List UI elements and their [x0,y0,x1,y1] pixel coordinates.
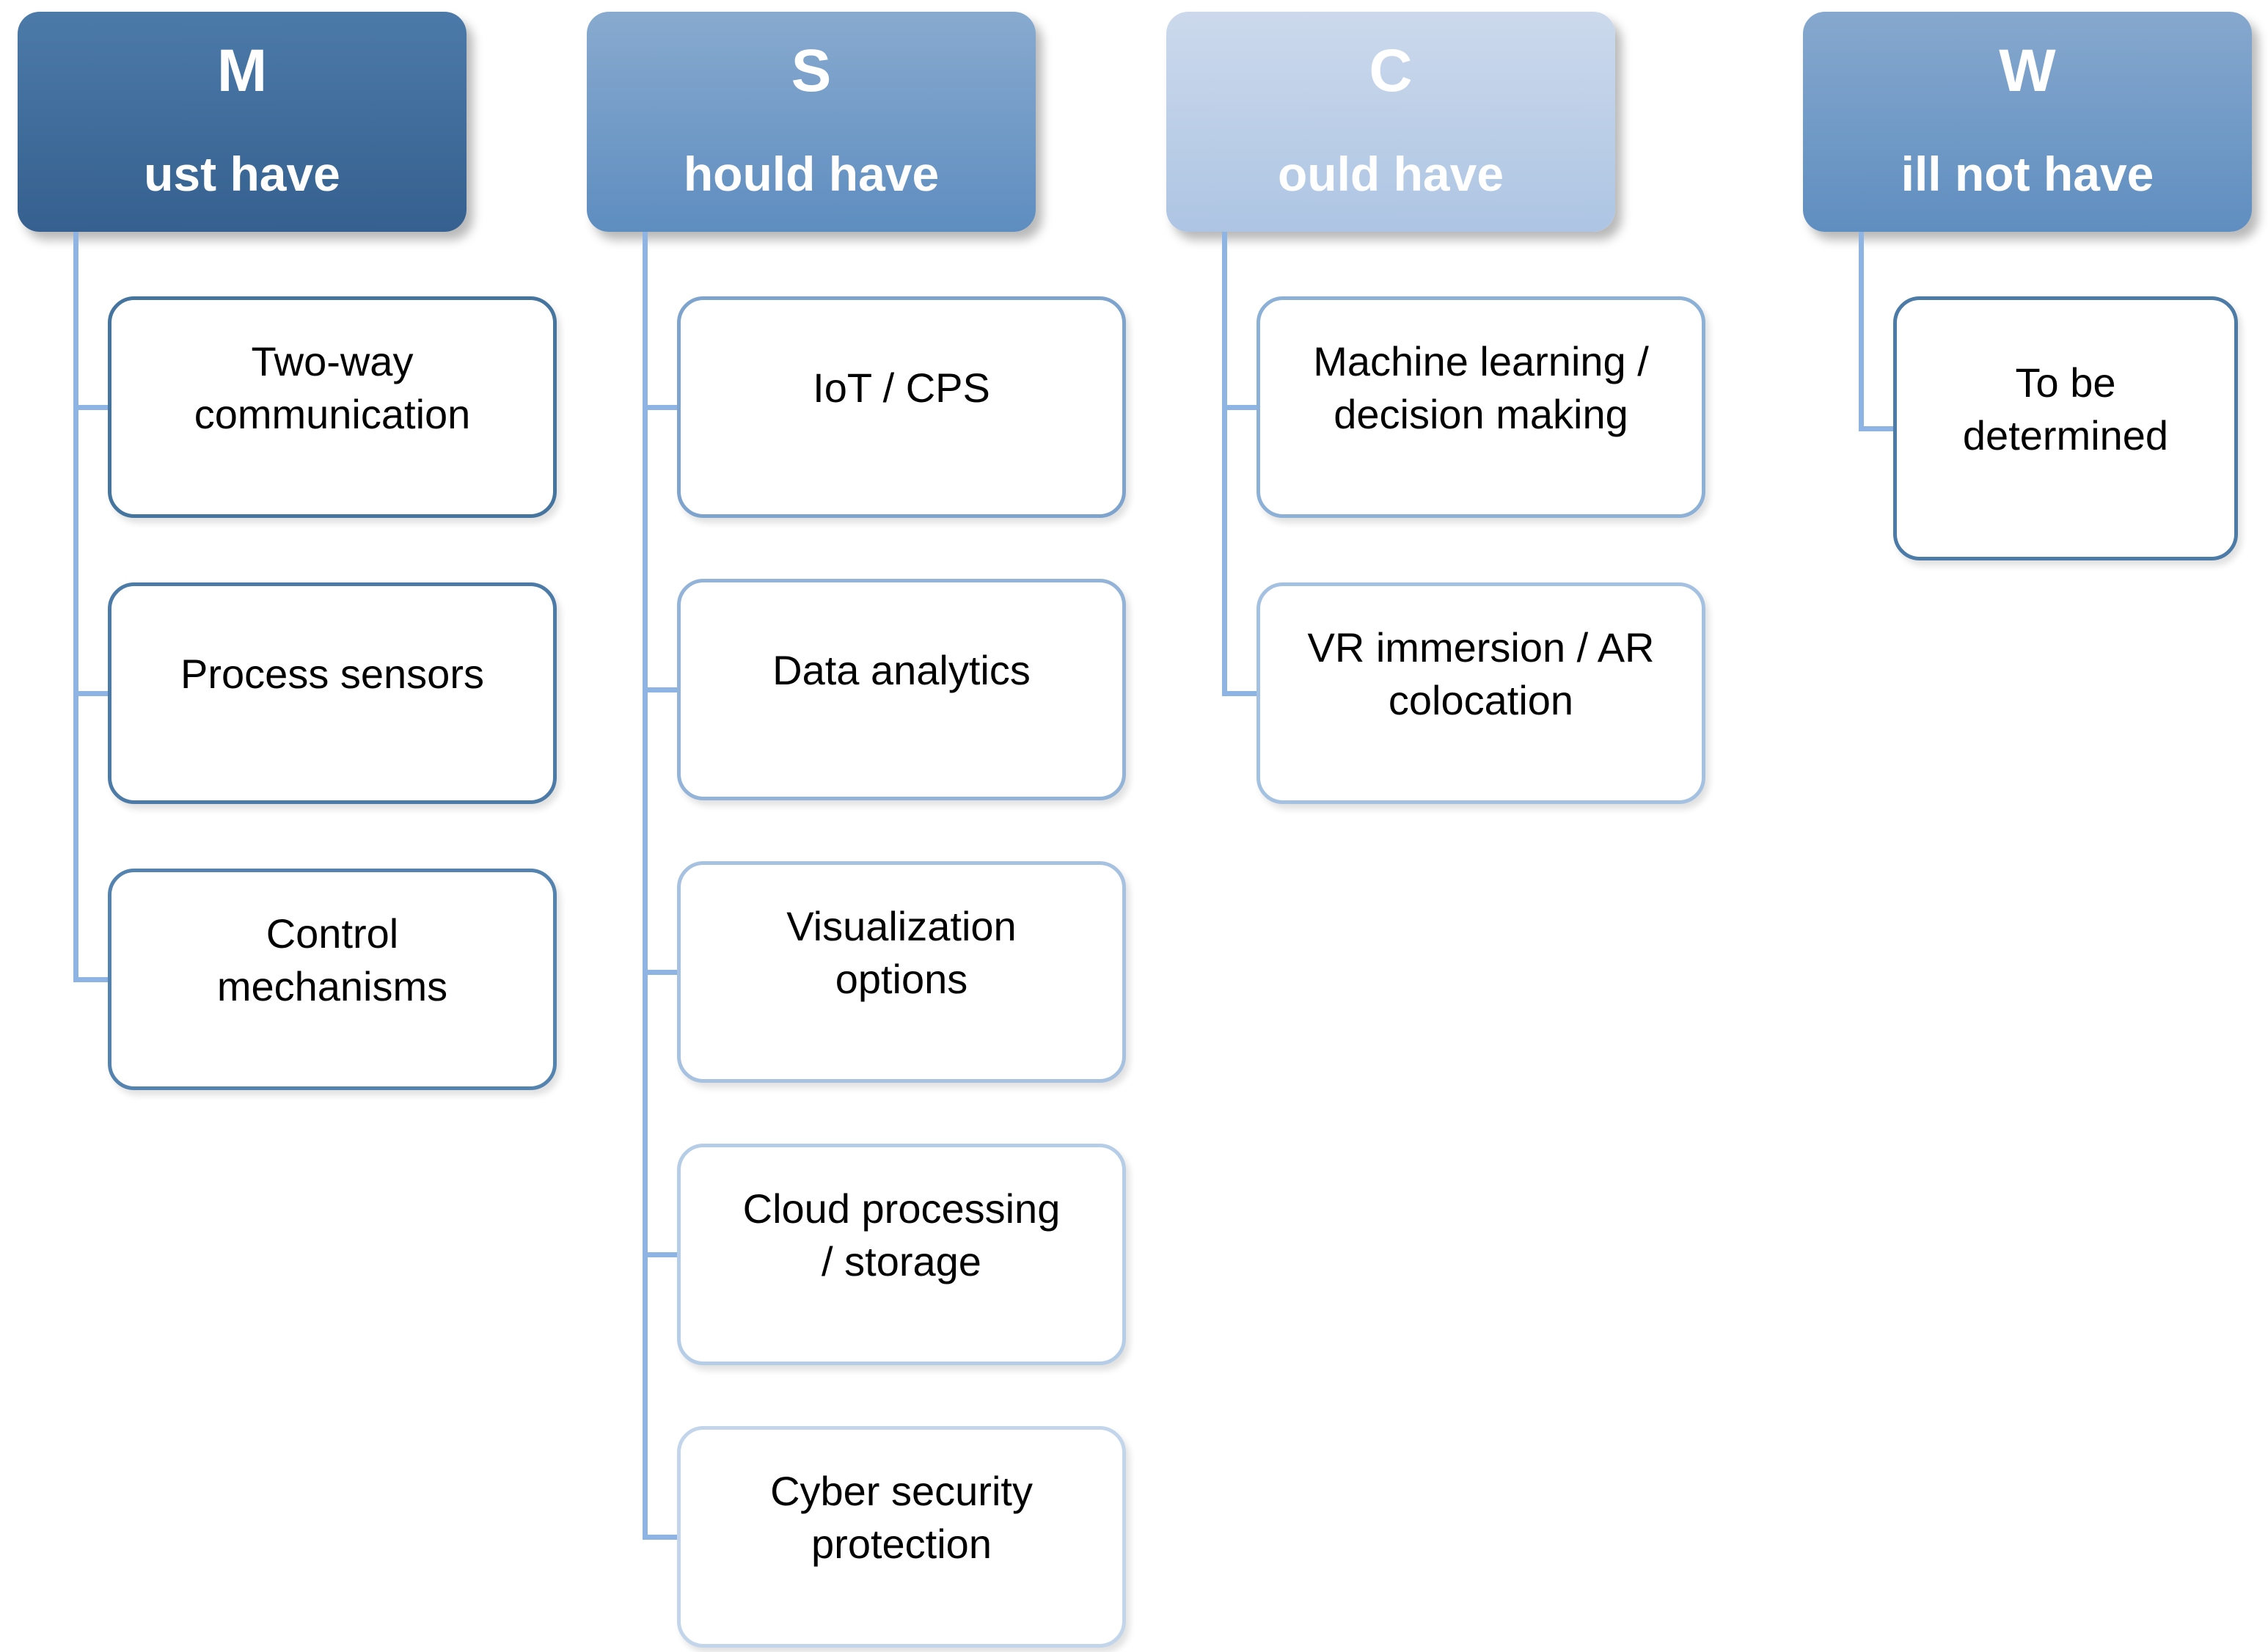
connector-vline [73,232,78,982]
column-header-must-have: M ust have [18,12,467,232]
item-box: Machine learning / decision making [1256,296,1705,518]
connector-spur [78,690,108,696]
connector-vline [643,232,648,1540]
connector-spur [648,969,677,975]
connector-vline [1859,232,1864,431]
item-box: Control mechanisms [108,869,557,1090]
connector-vline [1222,232,1227,696]
connector-spur [648,1534,677,1540]
item-box: Two-way communication [108,296,557,518]
column-header-could-have: C ould have [1166,12,1615,232]
header-phrase: ould have [1277,147,1504,201]
item-box: Process sensors [108,582,557,804]
connector-spur [648,687,677,692]
header-letter: W [1999,37,2056,104]
header-letter: C [1369,37,1413,104]
header-letter: M [216,37,268,104]
header-phrase: hould have [683,147,940,201]
connector-spur [1227,690,1256,696]
header-phrase: ill not have [1901,147,2154,201]
item-box: Visualization options [677,861,1126,1083]
item-box: IoT / CPS [677,296,1126,518]
connector-spur [78,404,108,410]
item-box: VR immersion / AR colocation [1256,582,1705,804]
connector-spur [78,976,108,982]
column-header-will-not-have: W ill not have [1803,12,2252,232]
connector-spur [648,404,677,410]
header-phrase: ust have [144,147,340,201]
column-header-should-have: S hould have [587,12,1036,232]
item-box: To be determined [1893,296,2238,560]
connector-spur [648,1251,677,1257]
connector-spur [1864,425,1893,431]
item-box: Cloud processing / storage [677,1144,1126,1365]
item-box: Cyber security protection [677,1426,1126,1648]
connector-spur [1227,404,1256,410]
item-box: Data analytics [677,579,1126,800]
header-letter: S [791,37,832,104]
